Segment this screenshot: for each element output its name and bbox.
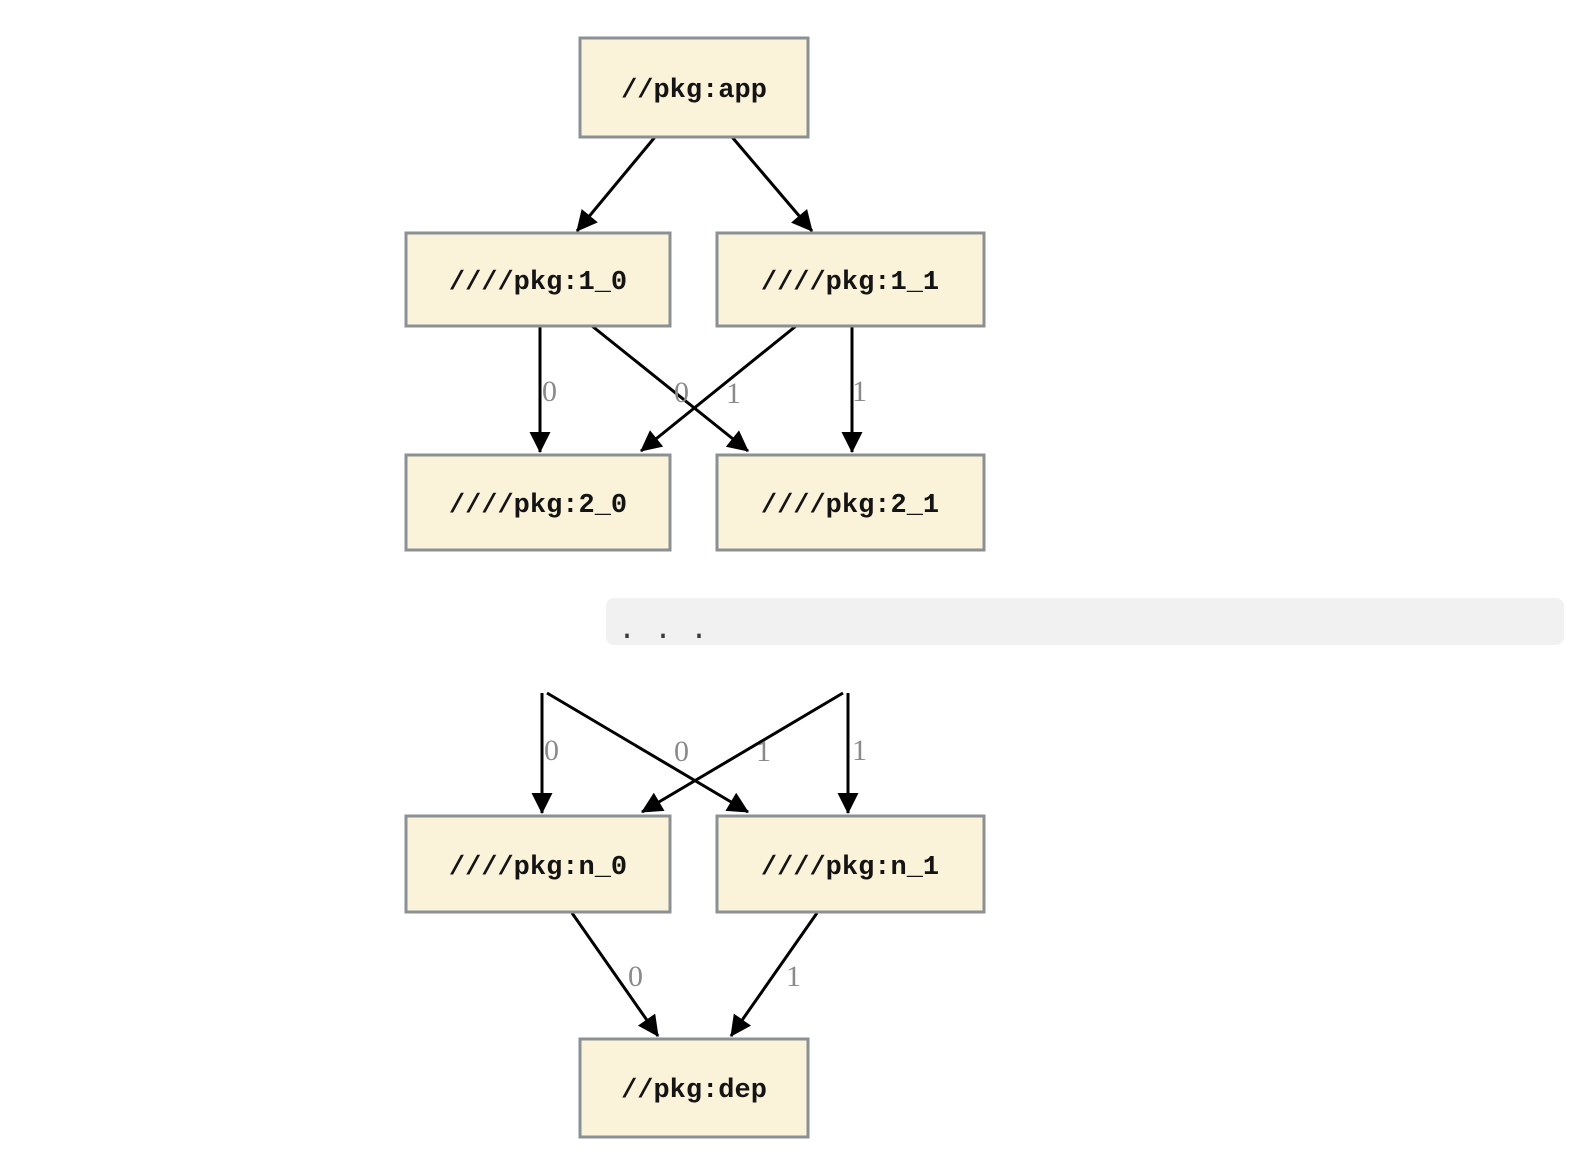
node-app-box xyxy=(578,36,810,139)
node-pkg-2_1: ////pkg:2_1 xyxy=(715,453,986,552)
node-pkg-2_1-box xyxy=(715,453,986,552)
node-pkg-1_0: ////pkg:1_0 xyxy=(404,231,672,328)
edge-label-1_1-2_0: 0 xyxy=(674,376,689,409)
node-pkg-1_0-box xyxy=(404,231,672,328)
ellipsis-text: . . . xyxy=(618,614,708,648)
edge-label-n_1-dep: 1 xyxy=(786,960,801,993)
node-pkg-n_0-box xyxy=(404,814,672,914)
edge-n_1-to-dep xyxy=(729,912,819,1037)
node-dep: //pkg:dep xyxy=(578,1037,810,1139)
ellipsis-band-box xyxy=(606,598,1564,645)
edge-label-1_0-2_1: 1 xyxy=(726,377,741,410)
node-app-label: //pkg:app xyxy=(621,76,767,106)
node-pkg-n_0-label: ////pkg:n_0 xyxy=(449,853,627,883)
node-pkg-1_1: ////pkg:1_1 xyxy=(715,231,986,328)
edge-1_1-to-2_0 xyxy=(640,324,797,453)
node-pkg-n_1: ////pkg:n_1 xyxy=(715,814,986,914)
node-pkg-2_0: ////pkg:2_0 xyxy=(404,453,672,552)
node-dep-box xyxy=(578,1037,810,1139)
edge-label-hidden-n_1-right: 1 xyxy=(852,734,867,767)
edge-n_0-to-dep xyxy=(570,912,660,1037)
node-pkg-1_1-label: ////pkg:1_1 xyxy=(761,268,939,298)
edge-label-hidden-n_1-cross: 1 xyxy=(756,735,771,768)
ellipsis-band: . . . xyxy=(606,598,1564,648)
node-pkg-1_1-box xyxy=(715,231,986,328)
node-pkg-2_0-label: ////pkg:2_0 xyxy=(449,491,627,521)
edge-app-to-1_0 xyxy=(575,136,657,232)
node-pkg-n_0: ////pkg:n_0 xyxy=(404,814,672,914)
edge-label-1_0-2_0: 0 xyxy=(542,375,557,408)
node-pkg-1_0-label: ////pkg:1_0 xyxy=(449,268,627,298)
edge-1_0-to-2_1 xyxy=(591,324,749,453)
node-pkg-2_1-label: ////pkg:2_1 xyxy=(761,491,939,521)
edge-app-to-1_1 xyxy=(730,136,814,232)
edge-label-hidden-n_0-cross: 0 xyxy=(674,735,689,768)
edge-hidden-to-n_1-cross xyxy=(546,691,749,814)
node-pkg-n_1-label: ////pkg:n_1 xyxy=(761,853,939,883)
edge-label-n_0-dep: 0 xyxy=(628,960,643,993)
node-pkg-n_1-box xyxy=(715,814,986,914)
edge-label-hidden-n_0-left: 0 xyxy=(544,734,559,767)
edge-label-1_1-2_1: 1 xyxy=(852,375,867,408)
node-app: //pkg:app xyxy=(578,36,810,139)
node-dep-label: //pkg:dep xyxy=(621,1076,767,1106)
edge-hidden-to-n_0-cross xyxy=(641,691,844,814)
node-pkg-2_0-box xyxy=(404,453,672,552)
